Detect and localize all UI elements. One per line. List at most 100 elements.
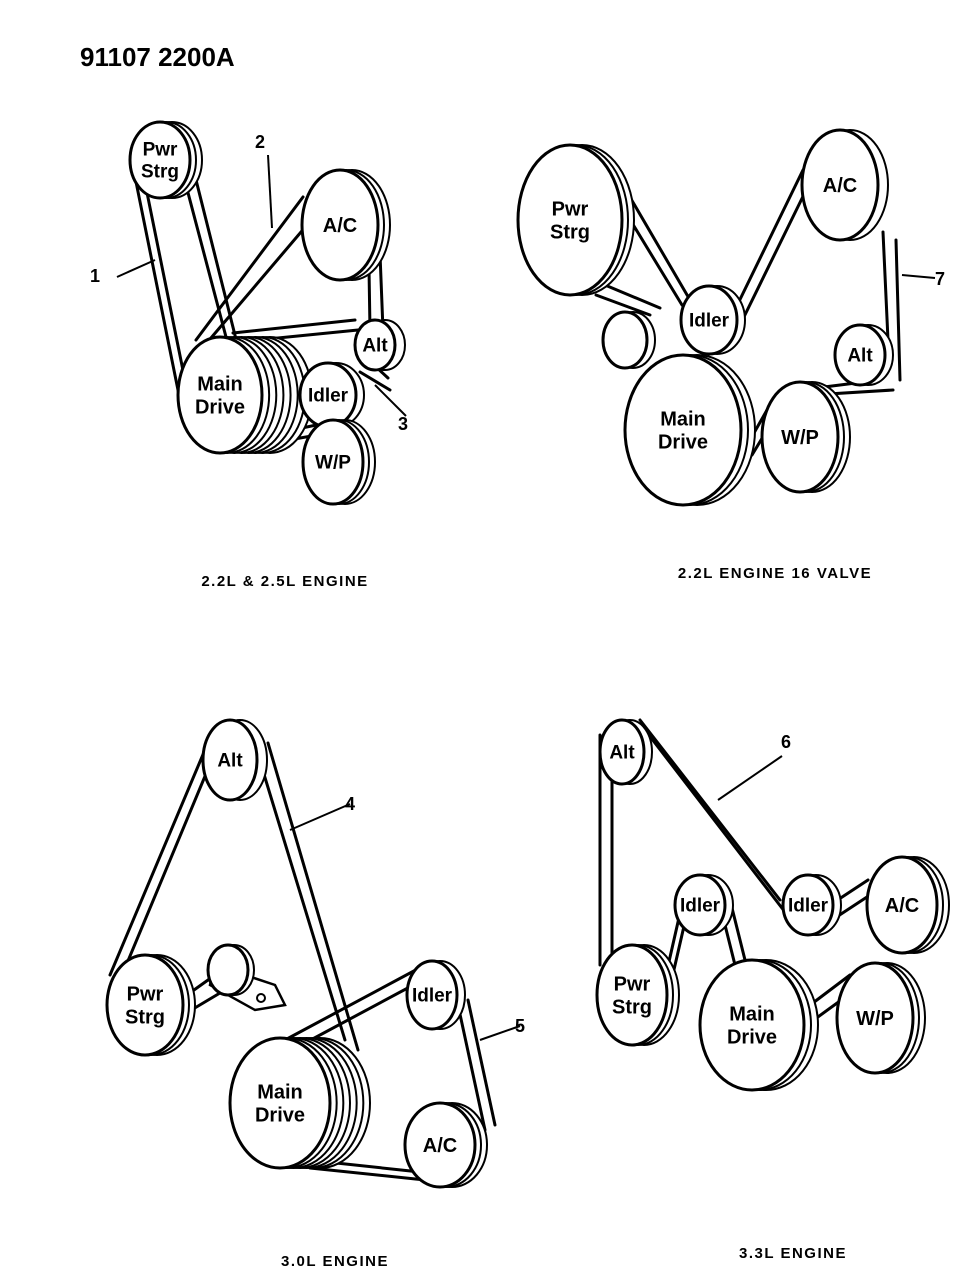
pulley-label: W/P <box>315 453 351 474</box>
pulley-label: A/C <box>323 215 357 237</box>
pulley-label: Alt <box>362 336 388 357</box>
engine-caption: 2.2L ENGINE 16 VALVE <box>678 565 872 582</box>
callout-leader <box>901 274 936 279</box>
pulley: Idler <box>673 873 734 937</box>
belt-segment <box>203 210 320 347</box>
callout-leader <box>267 154 273 229</box>
pulley-face <box>598 718 646 786</box>
pulley: W/P <box>760 380 851 494</box>
pulley: Idler <box>679 284 746 356</box>
callout-number: 6 <box>781 732 791 752</box>
pulley-face <box>595 943 669 1047</box>
callout-number: 4 <box>345 794 355 814</box>
belt-segment <box>456 1003 487 1132</box>
belt-segment <box>231 318 357 335</box>
pulley-face <box>405 959 459 1031</box>
engine-caption: 2.2L & 2.5L ENGINE <box>201 573 368 590</box>
pulley-face <box>403 1101 477 1189</box>
callout-number: 7 <box>935 269 945 289</box>
pulley-face <box>601 310 649 370</box>
pulley-face <box>105 953 185 1057</box>
pulley: Alt <box>598 718 653 786</box>
pulley-face <box>128 120 192 200</box>
pulley-label: Alt <box>609 743 635 764</box>
pulley-face <box>353 318 397 372</box>
pulley: W/P <box>835 961 926 1075</box>
pulley: Idler <box>781 873 842 937</box>
pulley: Idler <box>405 959 466 1031</box>
pulley-face <box>698 958 806 1092</box>
pulley-label: Idler <box>788 896 829 917</box>
pulley-label: A/C <box>885 895 919 917</box>
belt-segment <box>738 176 814 327</box>
pulley <box>206 943 255 997</box>
pulley-label: W/P <box>781 427 819 449</box>
belt-segment <box>881 230 890 342</box>
pulley-face <box>833 323 887 387</box>
pulley-label: A/C <box>823 175 857 197</box>
pulley: A/C <box>403 1101 488 1189</box>
callout-leader <box>479 1025 521 1041</box>
belt-segment <box>358 370 392 392</box>
belt-segment <box>250 733 347 1042</box>
pulley-face <box>300 168 380 282</box>
pulley-face <box>800 128 880 242</box>
pulley: A/C <box>800 128 889 242</box>
pulley-label: Alt <box>847 346 873 367</box>
pulley-label: Alt <box>217 751 243 772</box>
belt-segment <box>194 195 305 342</box>
belt-segment <box>129 155 182 402</box>
pulley-face <box>201 718 259 802</box>
pulley-face <box>206 943 250 997</box>
callout-leader <box>116 259 156 278</box>
callout-number: 2 <box>255 132 265 152</box>
pulley-face <box>516 143 624 297</box>
pulley-label: Idler <box>412 986 453 1007</box>
pulley: Alt <box>833 323 894 387</box>
belt-segment <box>603 283 662 310</box>
belt-segment <box>638 718 782 902</box>
callout-number: 5 <box>515 1016 525 1036</box>
pulley-face <box>679 284 739 356</box>
belt-segment <box>118 743 220 982</box>
engine-caption: 3.3L ENGINE <box>739 1245 847 1262</box>
pulley-label: A/C <box>423 1135 457 1157</box>
tensioner-bolt <box>256 993 266 1003</box>
pulley-face <box>623 353 743 507</box>
pulley-face <box>865 855 939 955</box>
engine-caption: 3.0L ENGINE <box>281 1253 389 1270</box>
pulley-face <box>228 1036 332 1170</box>
figure-id: 91107 2200A <box>80 42 235 72</box>
belt-segment <box>283 963 427 1042</box>
pulley-face <box>176 335 264 455</box>
pulley-face <box>673 873 727 937</box>
pulley: W/P <box>301 418 376 506</box>
belt-segment <box>466 998 497 1127</box>
belt-segment <box>728 168 805 322</box>
callout-leader <box>289 803 351 831</box>
pulley <box>601 310 656 370</box>
pulley: Alt <box>201 718 268 802</box>
belt-segment <box>594 293 652 317</box>
callout-number: 3 <box>398 414 408 434</box>
